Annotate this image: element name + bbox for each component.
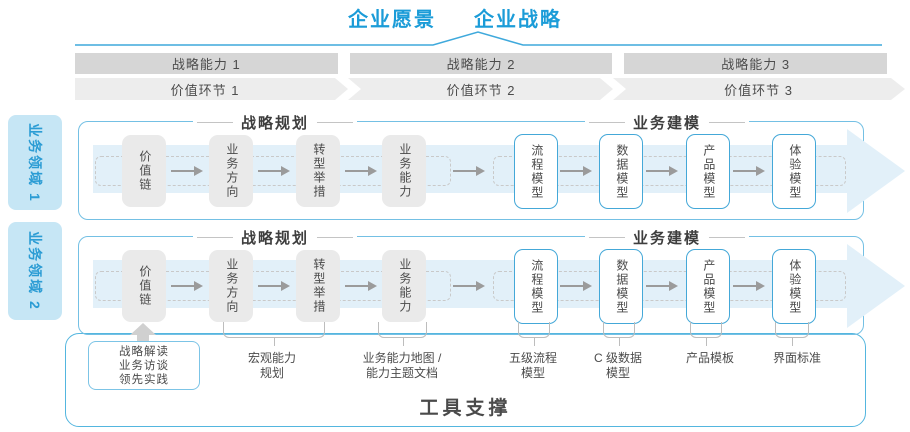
node-process-model: 流程模型 bbox=[514, 249, 558, 324]
value-link-2: 价值环节 2 bbox=[446, 82, 516, 98]
flow-arrow-icon bbox=[733, 166, 765, 176]
strategic-planning-label: 战略规划 bbox=[240, 115, 310, 132]
tool-support-label: 工具支撑 bbox=[419, 398, 512, 419]
business-modeling-header: 业务建模 bbox=[584, 112, 750, 133]
dashed-track-modeling bbox=[493, 271, 846, 301]
strategy-inputs-box: 战略解读 业务访谈 领先实践 bbox=[88, 341, 200, 390]
node-business-capability: 业务能力 bbox=[382, 250, 426, 322]
header-line bbox=[709, 122, 746, 123]
node-experience-model: 体验模型 bbox=[772, 249, 816, 324]
bracket-connector-product-template bbox=[690, 322, 722, 346]
node-value-chain: 价值链 bbox=[122, 250, 166, 322]
header-line bbox=[196, 122, 233, 123]
header-line bbox=[588, 122, 625, 123]
bracket-connector-data-model bbox=[603, 322, 635, 346]
domain-tab-1-label: 业务领域 1 bbox=[27, 122, 43, 203]
flow-arrow-icon bbox=[345, 281, 377, 291]
header-line bbox=[588, 237, 625, 238]
node-experience-model: 体验模型 bbox=[772, 134, 816, 209]
bracket-connector-macro-capability bbox=[223, 322, 325, 346]
node-product-model: 产品模型 bbox=[686, 134, 730, 209]
dashed-track-modeling bbox=[493, 156, 846, 186]
node-business-direction: 业务方向 bbox=[209, 250, 253, 322]
strategic-planning-header: 战略规划 bbox=[192, 227, 358, 248]
flow-arrow-icon bbox=[453, 166, 485, 176]
flow-arrow-icon bbox=[646, 281, 678, 291]
bracket-connector-ui-standard bbox=[775, 322, 809, 346]
flow-arrow-icon bbox=[733, 281, 765, 291]
annotation-capability-map: 业务能力地图 / 能力主题文档 bbox=[362, 351, 442, 380]
annotation-ui-standard: 界面标准 bbox=[772, 351, 822, 365]
enterprise-vision-title: 企业愿景 bbox=[348, 9, 436, 31]
domain-tab-1: 业务领域 1 bbox=[8, 115, 62, 210]
node-business-direction: 业务方向 bbox=[209, 135, 253, 207]
flow-arrow-icon bbox=[171, 281, 203, 291]
node-process-model: 流程模型 bbox=[514, 134, 558, 209]
node-transformation-initiatives: 转型举措 bbox=[296, 135, 340, 207]
node-product-model: 产品模型 bbox=[686, 249, 730, 324]
flow-arrow-icon bbox=[646, 166, 678, 176]
header-line bbox=[317, 237, 354, 238]
node-transformation-initiatives: 转型举措 bbox=[296, 250, 340, 322]
annotation-process-model: 五级流程 模型 bbox=[508, 351, 558, 380]
annotation-data-model: C 级数据 模型 bbox=[593, 351, 643, 380]
title-underline-caret-icon bbox=[75, 31, 882, 46]
capability-band-2: 战略能力 2 bbox=[349, 53, 613, 74]
domain-2-row-container: 战略规划 业务建模 价值链 业务方向 转型举措 业务能力 流程模型 数据模型 产… bbox=[78, 227, 905, 348]
dashed-track-planning bbox=[95, 156, 451, 186]
domain-tab-2-label: 业务领域 2 bbox=[27, 231, 43, 311]
annotation-macro-capability: 宏观能力 规划 bbox=[247, 351, 297, 380]
tool-support-container: 工具支撑 bbox=[65, 333, 866, 427]
business-modeling-label: 业务建模 bbox=[632, 115, 702, 132]
strategic-planning-header: 战略规划 bbox=[192, 112, 358, 133]
domain-tab-2: 业务领域 2 bbox=[8, 222, 62, 320]
business-modeling-header: 业务建模 bbox=[584, 227, 750, 248]
header-line bbox=[709, 237, 746, 238]
node-business-capability: 业务能力 bbox=[382, 135, 426, 207]
strategic-capability-bands: 战略能力 1 战略能力 2 战略能力 3 bbox=[75, 53, 888, 74]
header-line bbox=[317, 122, 354, 123]
node-value-chain: 价值链 bbox=[122, 135, 166, 207]
flow-arrow-icon bbox=[171, 166, 203, 176]
flow-arrow-icon bbox=[345, 166, 377, 176]
strategic-planning-label: 战略规划 bbox=[240, 230, 310, 247]
node-data-model: 数据模型 bbox=[599, 249, 643, 324]
node-data-model: 数据模型 bbox=[599, 134, 643, 209]
flow-arrow-icon bbox=[560, 166, 592, 176]
capability-band-3: 战略能力 3 bbox=[624, 53, 888, 74]
flow-band-arrowhead-icon bbox=[847, 243, 905, 328]
dashed-track-planning bbox=[95, 271, 451, 301]
flow-arrow-icon bbox=[560, 281, 592, 291]
flow-band-arrowhead-icon bbox=[847, 128, 905, 213]
bracket-connector-process-model bbox=[518, 322, 550, 346]
value-link-1: 价值环节 1 bbox=[170, 82, 240, 98]
capability-band-1: 战略能力 1 bbox=[75, 53, 338, 74]
chevron-separator-icon bbox=[335, 78, 361, 100]
header-line bbox=[196, 237, 233, 238]
value-link-chevron-band: 价值环节 1 价值环节 2 价值环节 3 bbox=[75, 78, 905, 100]
enterprise-strategy-title: 企业战略 bbox=[474, 9, 562, 31]
top-titles: 企业愿景 企业战略 bbox=[0, 3, 910, 32]
value-link-3: 价值环节 3 bbox=[724, 82, 793, 98]
flow-arrow-icon bbox=[258, 281, 290, 291]
flow-arrow-icon bbox=[258, 166, 290, 176]
chevron-separator-icon bbox=[600, 78, 626, 100]
bracket-connector-capability-map bbox=[378, 322, 427, 346]
domain-1-row-container: 战略规划 业务建模 价值链 业务方向 转型举措 业务能力 流程模型 数据模型 产… bbox=[78, 112, 905, 220]
business-modeling-label: 业务建模 bbox=[632, 230, 702, 247]
annotation-product-template: 产品模板 bbox=[685, 351, 735, 365]
flow-arrow-icon bbox=[453, 281, 485, 291]
